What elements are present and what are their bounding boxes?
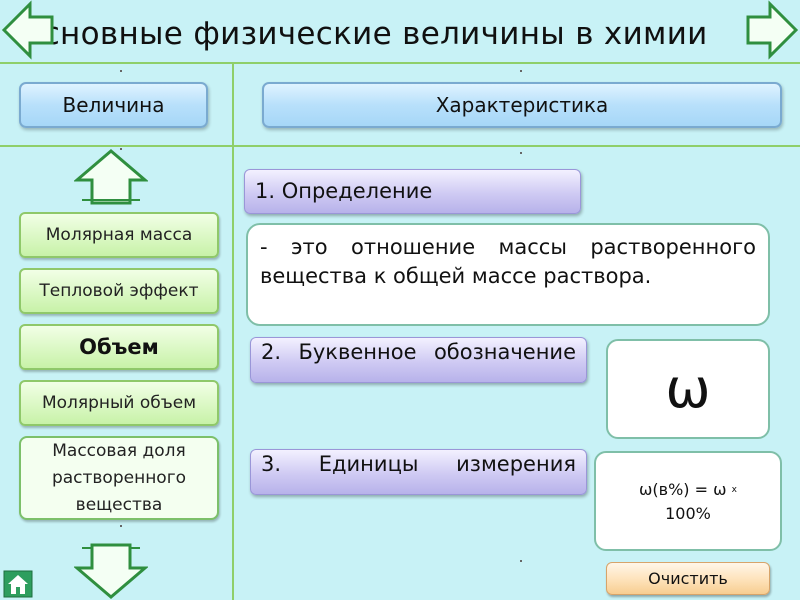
header-quantity-button[interactable]: Величина bbox=[19, 82, 208, 128]
units-value-box: ω(в%) = ω x 100% bbox=[594, 451, 782, 551]
clear-button[interactable]: Очистить bbox=[606, 562, 770, 595]
sidebar-item-label: Массовая доля растворенного вещества bbox=[51, 440, 187, 515]
header-characteristic-button[interactable]: Характеристика bbox=[262, 82, 782, 128]
sidebar-item-molar-mass[interactable]: Молярная масса bbox=[19, 212, 219, 258]
units-value-line2: 100% bbox=[665, 503, 711, 523]
symbol-heading: 2. Буквенное обозначение bbox=[250, 337, 587, 383]
page-title: Основные физические величины в химии bbox=[18, 16, 708, 52]
decor-dot bbox=[520, 152, 522, 154]
grid-line-column bbox=[232, 64, 234, 600]
units-heading: 3. Единицы измерения bbox=[250, 449, 587, 495]
definition-heading-text: 1. Определение bbox=[255, 179, 433, 203]
sidebar-item-molar-volume[interactable]: Молярный объем bbox=[19, 380, 219, 426]
decor-dot bbox=[120, 70, 122, 72]
sidebar-item-label: Тепловой эффект bbox=[39, 280, 199, 301]
sidebar-item-label: Молярный объем bbox=[41, 392, 197, 413]
grid-line-top bbox=[0, 62, 800, 64]
decor-dot bbox=[120, 525, 122, 527]
sidebar-item-label: Объем bbox=[79, 334, 159, 359]
decor-dot bbox=[520, 560, 522, 562]
arrow-right-icon[interactable] bbox=[744, 0, 800, 60]
sidebar-item-mass-fraction[interactable]: Массовая доля растворенного вещества bbox=[19, 436, 219, 520]
sidebar-item-label: Молярная масса bbox=[45, 224, 193, 245]
sidebar-item-heat-effect[interactable]: Тепловой эффект bbox=[19, 268, 219, 314]
clear-button-label: Очистить bbox=[648, 569, 728, 588]
symbol-heading-text: 2. Буквенное обозначение bbox=[261, 340, 576, 364]
units-heading-text: 3. Единицы измерения bbox=[261, 452, 576, 476]
sidebar-item-volume[interactable]: Объем bbox=[19, 324, 219, 370]
decor-dot bbox=[520, 70, 522, 72]
units-value-formula: ω(в%) = ω bbox=[639, 479, 727, 499]
decor-dot bbox=[120, 148, 122, 150]
definition-heading: 1. Определение bbox=[244, 169, 581, 214]
header-characteristic-label: Характеристика bbox=[435, 93, 609, 117]
arrow-up-icon[interactable] bbox=[74, 148, 148, 206]
definition-text-box: - это отношение массы растворенного веще… bbox=[246, 223, 770, 326]
symbol-value-box: ω bbox=[606, 339, 770, 439]
header-quantity-label: Величина bbox=[62, 93, 165, 117]
definition-text: - это отношение массы растворенного веще… bbox=[260, 235, 756, 288]
symbol-value: ω bbox=[665, 357, 711, 420]
arrow-down-icon[interactable] bbox=[74, 542, 148, 600]
units-value-line1: ω(в%) = ω x bbox=[639, 478, 737, 502]
arrow-left-icon[interactable] bbox=[0, 0, 56, 60]
units-value-multiply: x bbox=[731, 484, 737, 495]
home-icon[interactable] bbox=[3, 570, 33, 598]
grid-line-header bbox=[0, 145, 800, 147]
